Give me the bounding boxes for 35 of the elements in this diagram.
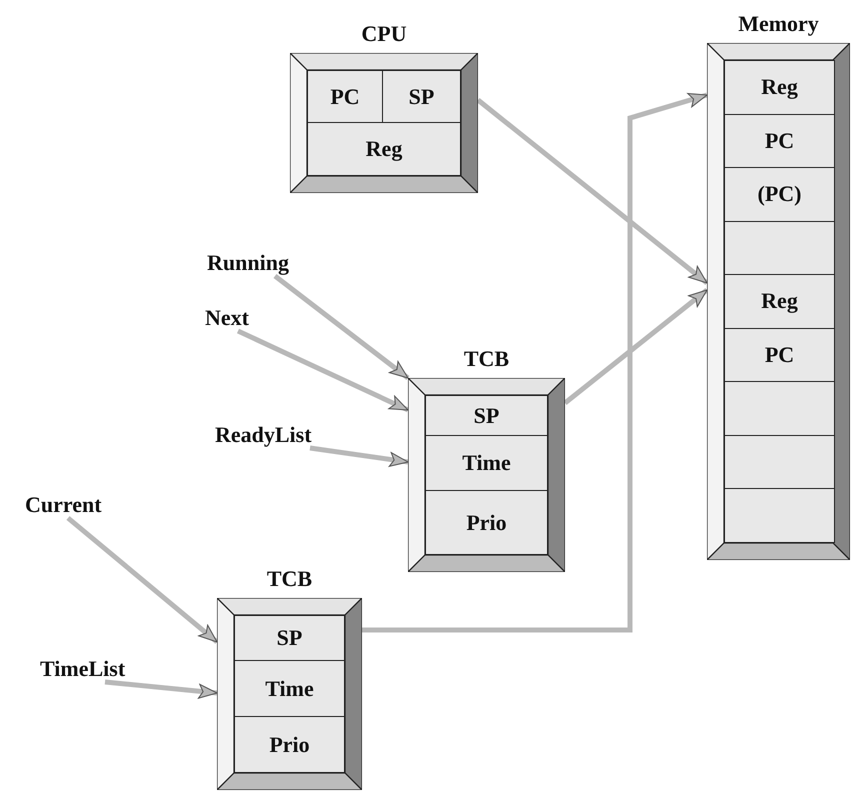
pointer-label: Running — [207, 250, 289, 276]
field-cell: Time — [425, 435, 548, 491]
arrow — [310, 446, 408, 467]
arrow — [236, 328, 410, 412]
field-cell: Time — [234, 660, 345, 717]
memory-cell: PC — [724, 114, 835, 168]
field-cell: Prio — [425, 490, 548, 555]
memory-cell: PC — [724, 328, 835, 382]
register-cell: Reg — [307, 122, 461, 176]
empty-memory-cell — [724, 488, 835, 542]
arrow — [563, 288, 709, 405]
box-title: Memory — [738, 11, 819, 37]
arrow — [273, 274, 410, 380]
arrow — [476, 98, 709, 285]
field-cell: Prio — [234, 716, 345, 773]
arrow — [362, 92, 708, 632]
pointer-label: Current — [25, 492, 102, 518]
arrow — [66, 516, 219, 644]
register-cell: PC — [307, 70, 383, 123]
register-cell: SP — [382, 70, 461, 123]
pointer-label: Next — [205, 305, 249, 331]
memory-cell: Reg — [724, 274, 835, 328]
empty-memory-cell — [724, 381, 835, 436]
field-cell: SP — [234, 615, 345, 661]
memory-cell: Reg — [724, 60, 835, 114]
pointer-label: ReadyList — [215, 422, 312, 448]
memory-cell: (PC) — [724, 167, 835, 222]
arrow — [104, 680, 218, 699]
box-title: CPU — [361, 21, 407, 47]
pointer-label: TimeList — [40, 656, 126, 682]
empty-memory-cell — [724, 434, 835, 489]
box-title: TCB — [266, 566, 312, 592]
field-cell: SP — [425, 395, 548, 436]
box-title: TCB — [464, 346, 510, 372]
empty-memory-cell — [724, 220, 835, 275]
